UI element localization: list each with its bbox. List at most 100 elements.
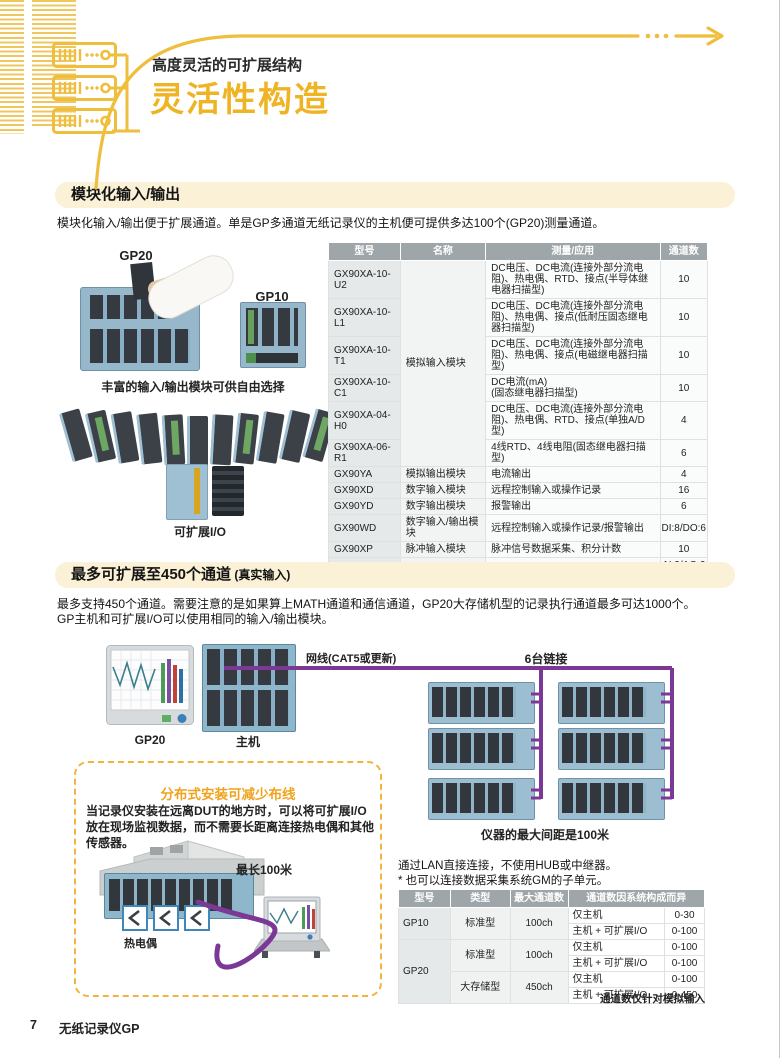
channels-description: 最多支持450个通道。需要注意的是如果算上MATH通道和通信通道，GP20大存储… xyxy=(57,597,733,627)
channels-description-line1: 最多支持450个通道。需要注意的是如果算上MATH通道和通信通道，GP20大存储… xyxy=(57,597,696,611)
table-header-row: 型号名称测量/应用通道数 xyxy=(328,242,709,261)
lan-notes: 通过LAN直接连接，不使用HUB或中继器。 * 也可以连接数据采集系统GM的子单… xyxy=(398,859,617,888)
io-module xyxy=(161,414,185,466)
application-cell: DC电压、DC电流(连接外部分流电阻)、热电偶、接点(电磁继电器扫描型) xyxy=(485,336,661,375)
model-cell: GX90XA-10-L1 xyxy=(328,298,401,337)
io-module-connector xyxy=(212,466,244,516)
model-cell: GX90XA-10-U2 xyxy=(328,260,401,299)
module-slots xyxy=(432,733,516,763)
thermocouple-row xyxy=(122,905,210,931)
config-cell: 仅主机 xyxy=(567,907,666,924)
expansion-unit xyxy=(558,682,665,724)
lan-note-line2: * 也可以连接数据采集系统GM的子单元。 xyxy=(398,874,609,887)
io-module xyxy=(186,416,208,466)
model-cell: GX90XA-10-T1 xyxy=(328,336,401,375)
channels-description-line2: GP主机和可扩展I/O可以使用相同的输入/输出模块。 xyxy=(57,612,334,626)
max-channels-cell: 450ch xyxy=(509,971,569,1004)
column-header: 通道数因系统构成而异 xyxy=(567,889,705,908)
name-cell: 模拟输出模块 xyxy=(399,466,487,483)
model-cell: GX90YD xyxy=(328,498,401,515)
column-header: 最大通道数 xyxy=(509,889,569,908)
name-cell: 数字输入模块 xyxy=(399,482,487,499)
distance-caption: 仪器的最大间距是100米 xyxy=(480,828,610,842)
module-slots xyxy=(562,733,646,763)
expandable-io-photo xyxy=(166,462,246,520)
recorder-label: GP20 xyxy=(134,733,166,747)
column-header: 测量/应用 xyxy=(485,242,661,261)
application-cell: 报警输出 xyxy=(485,498,661,515)
type-cell: 标准型 xyxy=(449,939,511,972)
footer-text: 无纸记录仪GP xyxy=(58,1022,140,1036)
channels-cell: 10 xyxy=(659,298,709,337)
expansion-unit xyxy=(558,728,665,770)
expansion-unit xyxy=(428,778,535,820)
io-module xyxy=(232,412,259,465)
host-slots-bottom xyxy=(207,690,289,726)
corner-stripes-left xyxy=(0,0,24,134)
gp20-photo xyxy=(78,248,241,371)
column-header: 型号 xyxy=(398,889,451,908)
expansion-cluster xyxy=(428,682,665,820)
range-cell: 0-30 xyxy=(664,907,705,924)
io-module-edge xyxy=(194,468,200,514)
channels-cell: DI:8/DO:6 xyxy=(659,514,709,542)
expansion-unit xyxy=(428,728,535,770)
thermocouple-icon xyxy=(122,905,148,931)
distributed-box-title: 分布式安装可减少布线 xyxy=(160,787,296,802)
model-cell: GX90YA xyxy=(328,466,401,483)
section-heading-channels-text: 最多可扩展至450个通道 xyxy=(71,566,232,583)
range-cell: 0-100 xyxy=(664,939,705,956)
expandable-io-caption: 可扩展I/O xyxy=(173,525,226,539)
six-unit-link-label: 6台链接 xyxy=(524,652,568,666)
section-heading-modular-text: 模块化输入/输出 xyxy=(71,186,181,203)
gp20-module-slots-bottom xyxy=(90,329,190,363)
model-cell: GX90XA-04-H0 xyxy=(328,401,401,440)
host-unit-illustration xyxy=(202,644,296,732)
swoosh-dots xyxy=(645,33,669,39)
application-cell: DC电压、DC电流(连接外部分流电阻)、热电偶、RTD、接点(半导体继电器扫描型… xyxy=(485,260,661,299)
model-cell: GX90XA-10-C1 xyxy=(328,374,401,402)
range-cell: 0-100 xyxy=(664,955,705,972)
modular-description: 模块化输入/输出便于扩展通道。单是GP多通道无纸记录仪的主机便可提供多达100个… xyxy=(57,216,605,230)
host-slots-top xyxy=(207,649,289,685)
gp10-photo xyxy=(240,302,306,368)
range-cell: 0-450 xyxy=(664,987,705,1004)
channels-cell: 6 xyxy=(659,498,709,515)
model-cell: GX90WD xyxy=(328,514,401,542)
max-channels-cell: 100ch xyxy=(509,907,569,940)
config-cell: 仅主机 xyxy=(567,939,666,956)
application-cell: 远程控制输入或操作记录/报警输出 xyxy=(485,514,661,542)
gp10-green-terminal xyxy=(248,310,254,344)
column-header: 名称 xyxy=(399,242,487,261)
application-cell: 远程控制输入或操作记录 xyxy=(485,482,661,499)
application-cell: DC电流(mA) (固态继电器扫描型) xyxy=(485,374,661,402)
model-cell: GP10 xyxy=(398,907,451,940)
application-cell: 电流输出 xyxy=(485,466,661,483)
gp10-connectors xyxy=(246,353,298,363)
name-cell: 脉冲输入模块 xyxy=(399,541,487,558)
channels-cell: 4 xyxy=(659,401,709,440)
max-channels-cell: 100ch xyxy=(509,939,569,972)
io-modules-photo xyxy=(58,404,336,466)
channels-cell: 6 xyxy=(659,439,709,467)
page-number: 7 xyxy=(30,1018,37,1032)
module-slots xyxy=(432,783,516,813)
gp20-photo-label: GP20 xyxy=(119,248,153,263)
column-header: 通道数 xyxy=(659,242,709,261)
table-header-row: 型号类型最大通道数通道数因系统构成而异 xyxy=(398,889,705,908)
page-title: 灵活性构造 xyxy=(150,81,330,119)
page-footer: 7 无纸记录仪GP xyxy=(30,1018,140,1037)
gp10-photo-label: GP10 xyxy=(255,289,289,304)
